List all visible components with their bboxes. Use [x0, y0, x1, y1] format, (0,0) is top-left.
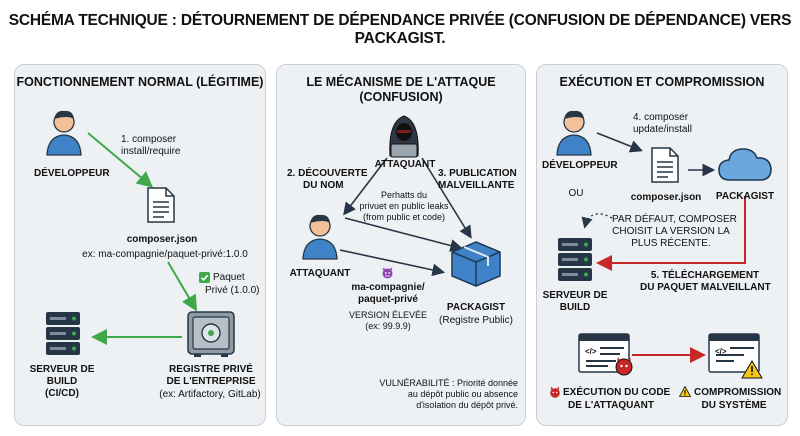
leak-note-line1: Perhatts du — [380, 190, 428, 200]
package-example: ex: ma-compagnie/paquet-privé:1.0.0 — [82, 249, 248, 260]
package-ok-line2: Privé (1.0.0) — [205, 285, 260, 296]
package-ok-line1: Paquet — [213, 272, 245, 283]
default-note-line3: PLUS RÉCENTE. — [631, 238, 711, 249]
leak-note-line2: privuet en public leaks — [359, 201, 449, 211]
registry-example: (ex: Artifactory, GitLab) — [159, 389, 261, 400]
code-symbol-right: </> — [715, 347, 727, 356]
packagist-label-3: PACKAGIST — [715, 191, 775, 202]
developer-label: DÉVELOPPEUR — [34, 168, 110, 179]
vulnerability-line1: VULNÉRABILITÉ : Priorité donnée — [379, 378, 518, 388]
composer-json-label-2: composer.json — [630, 192, 702, 203]
step2-line2: DU NOM — [303, 180, 344, 191]
leak-note-line3: (from public et code) — [362, 212, 446, 222]
attacker-bottom-label: ATTAQUANT — [289, 268, 351, 279]
default-note-line2: CHOISIT LA VERSION LA — [612, 226, 730, 237]
build-server-line1: SERVEUR DE — [29, 364, 95, 375]
composer-json-file-icon-2 — [651, 147, 679, 183]
attacker-top-label: ATTAQUANT — [374, 159, 436, 170]
attacker-icon — [302, 214, 338, 260]
or-label: OU — [568, 188, 584, 199]
registry-line1: REGISTRE PRIVÉ — [169, 364, 253, 375]
compromise-line1: COMPROMISSION — [694, 387, 782, 398]
composer-json-label: composer.json — [126, 234, 198, 245]
exec-line1: EXÉCUTION DU CODE — [563, 387, 671, 398]
hooded-attacker-icon — [389, 115, 419, 158]
step1-line2: install/require — [121, 146, 181, 157]
malicious-code-window-icon — [578, 333, 633, 376]
vulnerability-line2: au dépôt public ou absence — [407, 389, 518, 399]
version-line2: (ex: 99.9.9) — [365, 321, 411, 331]
step1-line1: 1. composer — [121, 134, 177, 145]
check-icon — [199, 272, 210, 283]
build-server-line2: BUILD — [46, 376, 78, 387]
diagram-title: SCHÉMA TECHNIQUE : DÉTOURNEMENT DE DÉPEN… — [8, 12, 792, 47]
build-server-line3: (CI/CD) — [45, 388, 79, 399]
version-line1: VERSION ÉLEVÉE — [348, 310, 428, 320]
step3-line2: MALVEILLANTE — [438, 180, 515, 191]
compromise-line2: DU SYSTÈME — [701, 400, 767, 411]
build-server-icon-2 — [558, 238, 592, 281]
developer-icon — [46, 110, 82, 156]
cloud-icon — [718, 148, 772, 181]
build-server-3-line2: BUILD — [559, 302, 591, 313]
packagist-sublabel: (Registre Public) — [439, 315, 513, 326]
code-symbol-left: </> — [585, 347, 597, 356]
composer-json-file-icon — [147, 187, 175, 223]
default-note-line1: PAR DÉFAUT, COMPOSER — [612, 214, 737, 225]
developer-icon-2 — [556, 110, 592, 156]
malicious-pkg-line1: ma-compagnie/ — [351, 282, 425, 293]
step4-line2: update/install — [633, 124, 692, 135]
step3-line1: 3. PUBLICATION — [438, 168, 517, 179]
developer-label-2: DÉVELOPPEUR — [542, 160, 618, 171]
devil-face-icon — [550, 386, 560, 398]
panel-execution-title: EXÉCUTION ET COMPROMISSION — [559, 75, 765, 89]
panel-attack-title-line1: LE MÉCANISME DE L'ATTAQUE — [306, 75, 496, 89]
vault-icon — [187, 311, 235, 357]
warning-icon — [679, 386, 691, 397]
malicious-pkg-line2: paquet-privé — [357, 294, 418, 305]
registry-line2: DE L'ENTREPRISE — [166, 376, 256, 387]
packagist-box-icon — [451, 241, 501, 287]
step5-line1: 5. TÉLÉCHARGEMENT — [650, 270, 760, 281]
exec-line2: DE L'ATTAQUANT — [568, 400, 654, 411]
panel-attack-title-line2: (CONFUSION) — [359, 90, 443, 104]
step5-line2: DU PAQUET MALVEILLANT — [640, 282, 771, 293]
packagist-label: PACKAGIST — [446, 302, 506, 313]
step2-line1: 2. DÉCOUVERTE — [287, 168, 368, 179]
vulnerability-line3: d'isolation du dépôt privé. — [416, 400, 518, 410]
compromised-window-icon — [708, 333, 763, 379]
build-server-3-line1: SERVEUR DE — [542, 290, 608, 301]
build-server-icon — [46, 312, 80, 355]
panel-normal-title: FONCTIONNEMENT NORMAL (LÉGITIME) — [16, 75, 264, 89]
devil-icon — [382, 267, 393, 279]
step4-line1: 4. composer — [633, 112, 689, 123]
